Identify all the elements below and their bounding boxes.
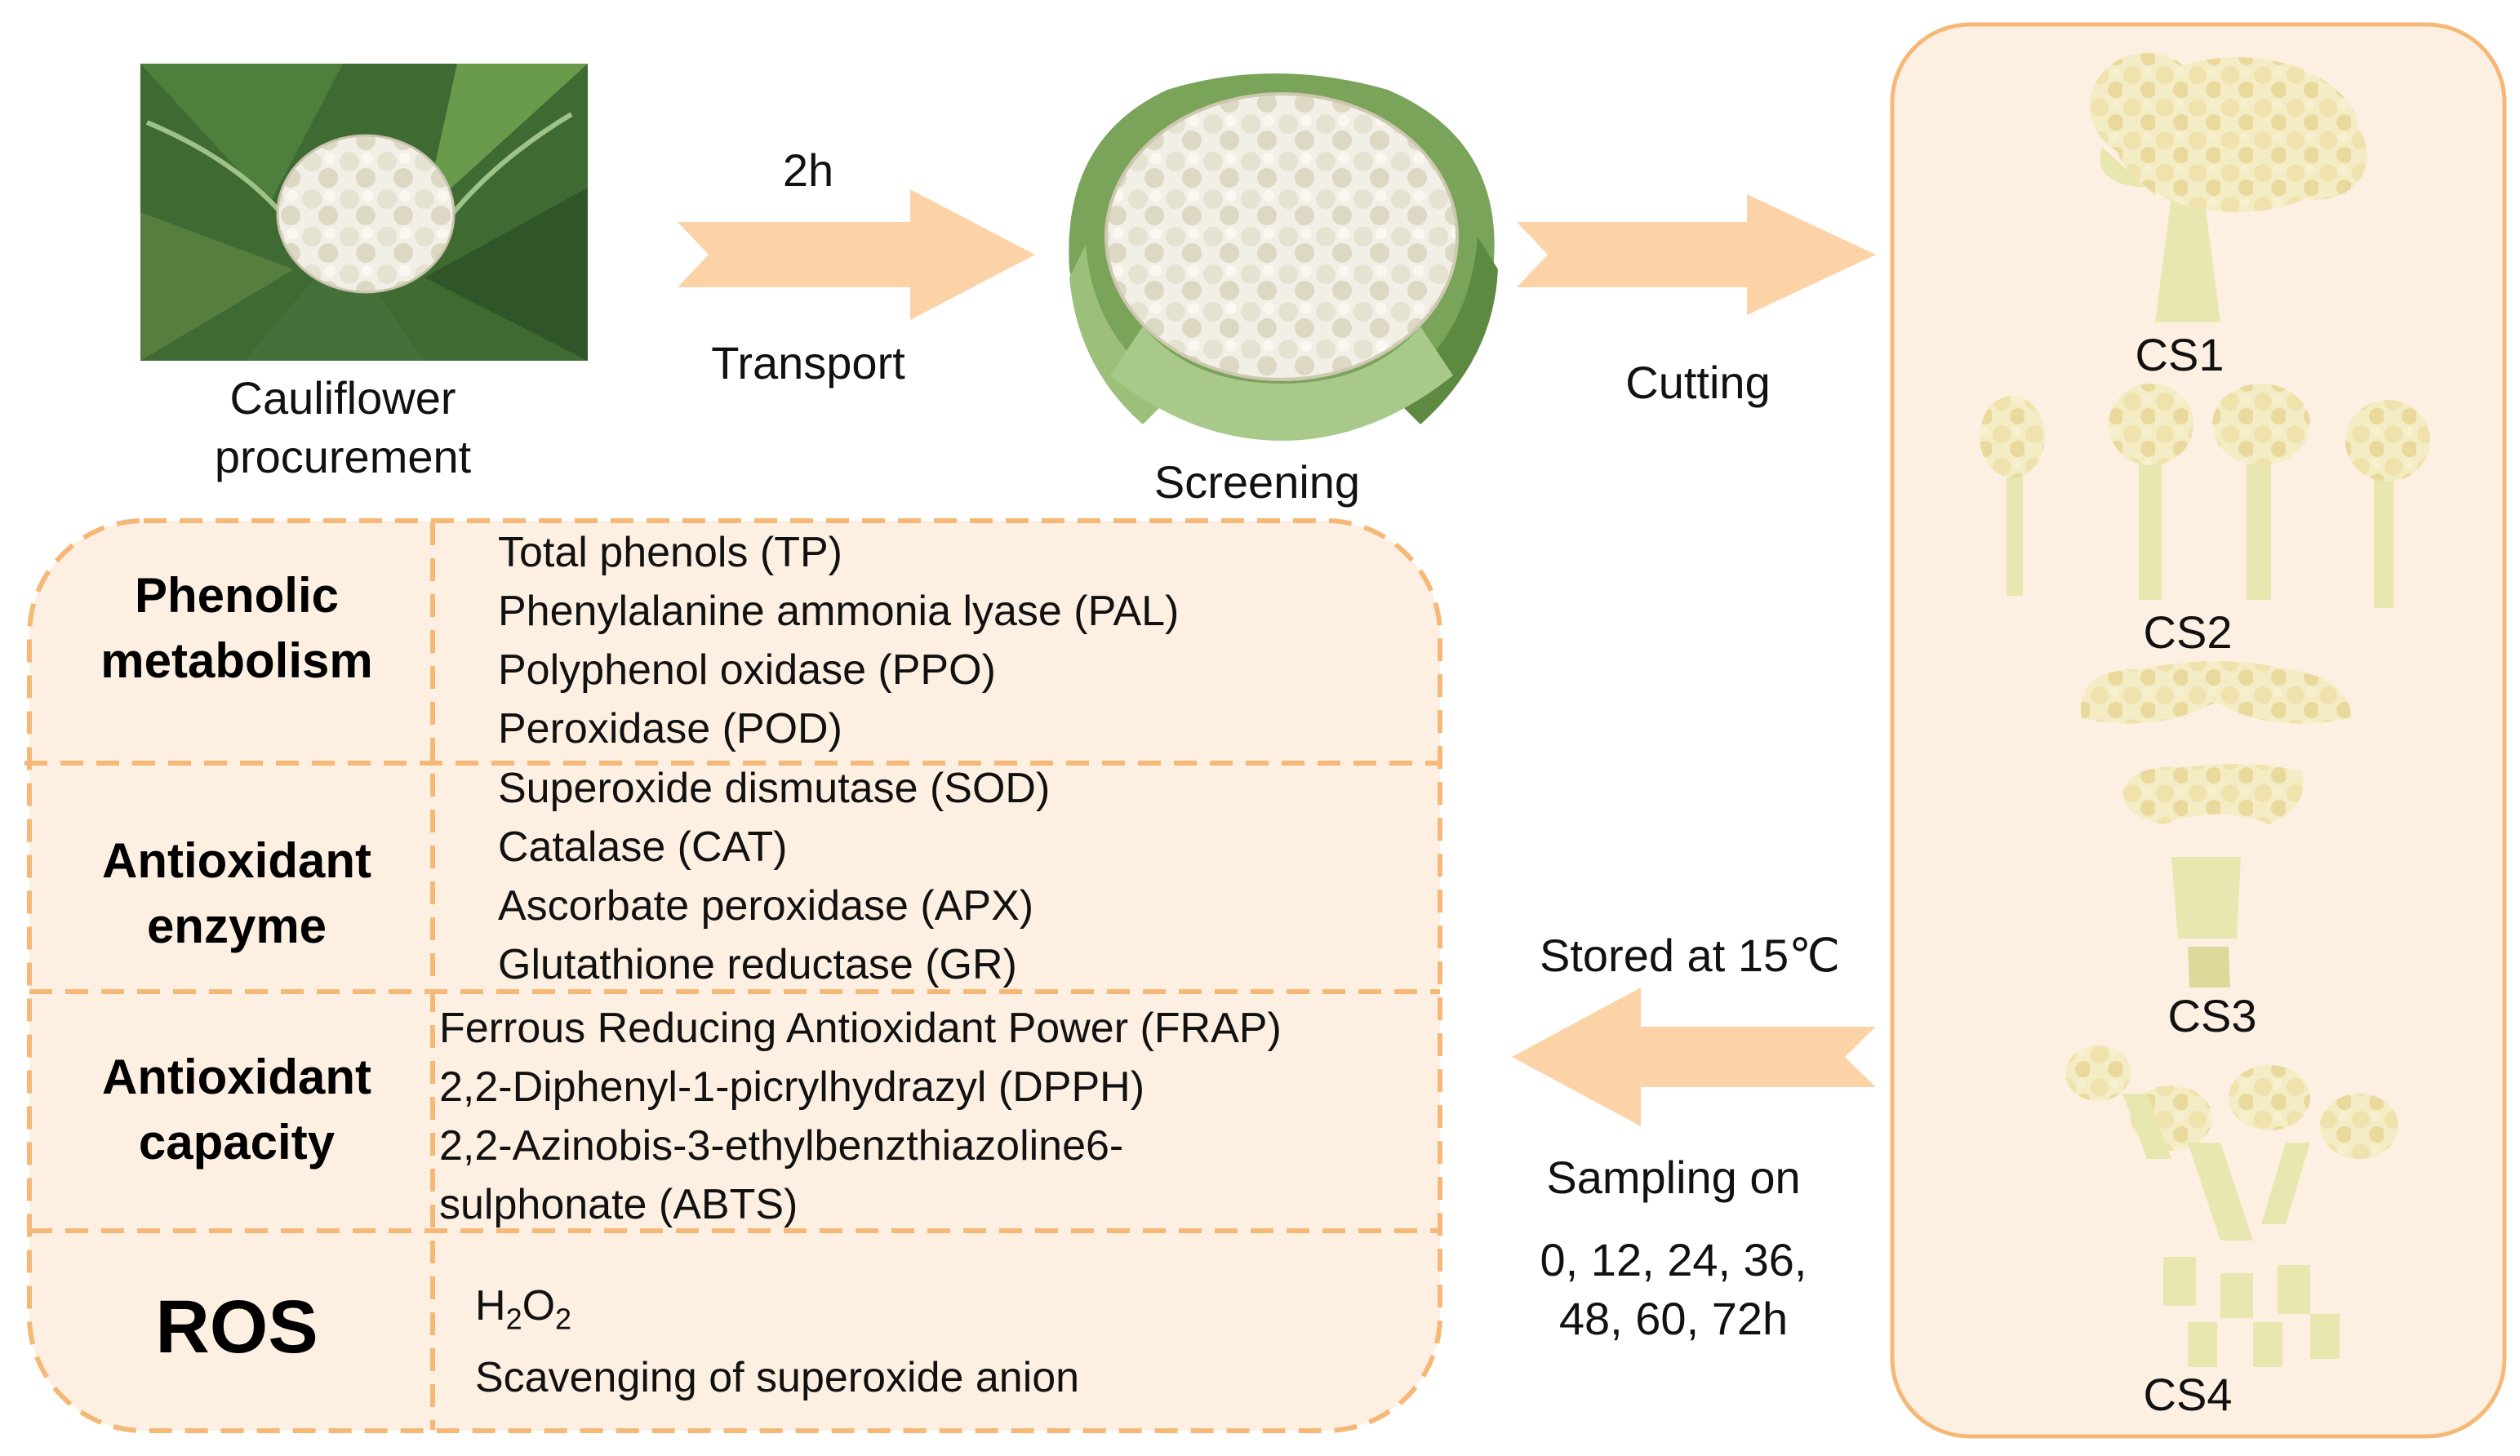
cut-style-label: CS3 — [2167, 990, 2257, 1041]
cut-style-label: CS1 — [2135, 329, 2224, 380]
indicator-item: Phenylalanine ammonia lyase (PAL) — [498, 588, 1180, 635]
indicator-item: 2,2-Azinobis-3-ethylbenzthiazoline6- — [439, 1122, 1124, 1170]
indicator-item: Catalase (CAT) — [498, 823, 788, 871]
screening-label: Screening — [1153, 456, 1361, 508]
enzyme-items: Superoxide dismutase (SOD) Catalase (CAT… — [498, 759, 1050, 994]
cs3-illustration — [2080, 661, 2351, 988]
category-antioxidant-enzyme: Antioxidant enzyme — [102, 833, 371, 953]
whole-cauliflower-photo — [1069, 73, 1498, 441]
indicator-item: Polyphenol oxidase (PPO) — [498, 646, 996, 694]
storage-arrow — [1512, 988, 1876, 1126]
cut-style-label: CS4 — [2143, 1369, 2233, 1420]
category-antioxidant-capacity: Antioxidant capacity — [102, 1050, 371, 1170]
indicator-item: Total phenols (TP) — [498, 529, 842, 576]
indicator-item: Ascorbate peroxidase (APX) — [498, 882, 1034, 930]
indicator-item: Scavenging of superoxide anion — [475, 1354, 1080, 1402]
cut-style-label: CS2 — [2143, 606, 2233, 658]
capacity-items: Ferrous Reducing Antioxidant Power (FRAP… — [439, 999, 1282, 1234]
indicator-panel — [27, 518, 1442, 1433]
cutting-arrow — [1517, 194, 1876, 315]
h2o2-item: H2O2 — [475, 1282, 572, 1336]
procurement-label: Cauliflower procurement — [214, 372, 472, 482]
cs4-illustration — [2065, 1045, 2398, 1367]
stored-label: Stored at 15℃ — [1540, 930, 1840, 981]
sampling-times: 0, 12, 24, 36, 48, 60, 72h — [1540, 1234, 1807, 1344]
indicator-item: 2,2-Diphenyl-1-picrylhydrazyl (DPPH) — [439, 1063, 1145, 1111]
field-photo — [140, 64, 588, 361]
cs2-illustration — [1980, 384, 2430, 608]
indicator-item: Superoxide dismutase (SOD) — [498, 765, 1051, 812]
indicator-item: sulphonate (ABTS) — [439, 1181, 798, 1228]
transport-label: Transport — [711, 337, 905, 388]
cs1-illustration — [2090, 53, 2367, 322]
category-phenolic-metabolism: Phenolic metabolism — [100, 568, 373, 688]
cutting-label: Cutting — [1625, 357, 1771, 408]
sampling-title: Sampling on — [1546, 1152, 1801, 1203]
indicator-item: Peroxidase (POD) — [498, 705, 842, 752]
ros-items: H2O2 Scavenging of superoxide anion — [475, 1276, 1079, 1407]
phenolic-items: Total phenols (TP) Phenylalanine ammonia… — [498, 523, 1179, 758]
category-ros: ROS — [155, 1285, 318, 1369]
transport-arrow — [678, 189, 1035, 320]
indicator-item: Ferrous Reducing Antioxidant Power (FRAP… — [439, 1005, 1282, 1052]
transport-time-label: 2h — [782, 144, 834, 196]
indicator-item: Glutathione reductase (GR) — [498, 941, 1017, 988]
cut-styles-panel — [1890, 22, 2507, 1439]
